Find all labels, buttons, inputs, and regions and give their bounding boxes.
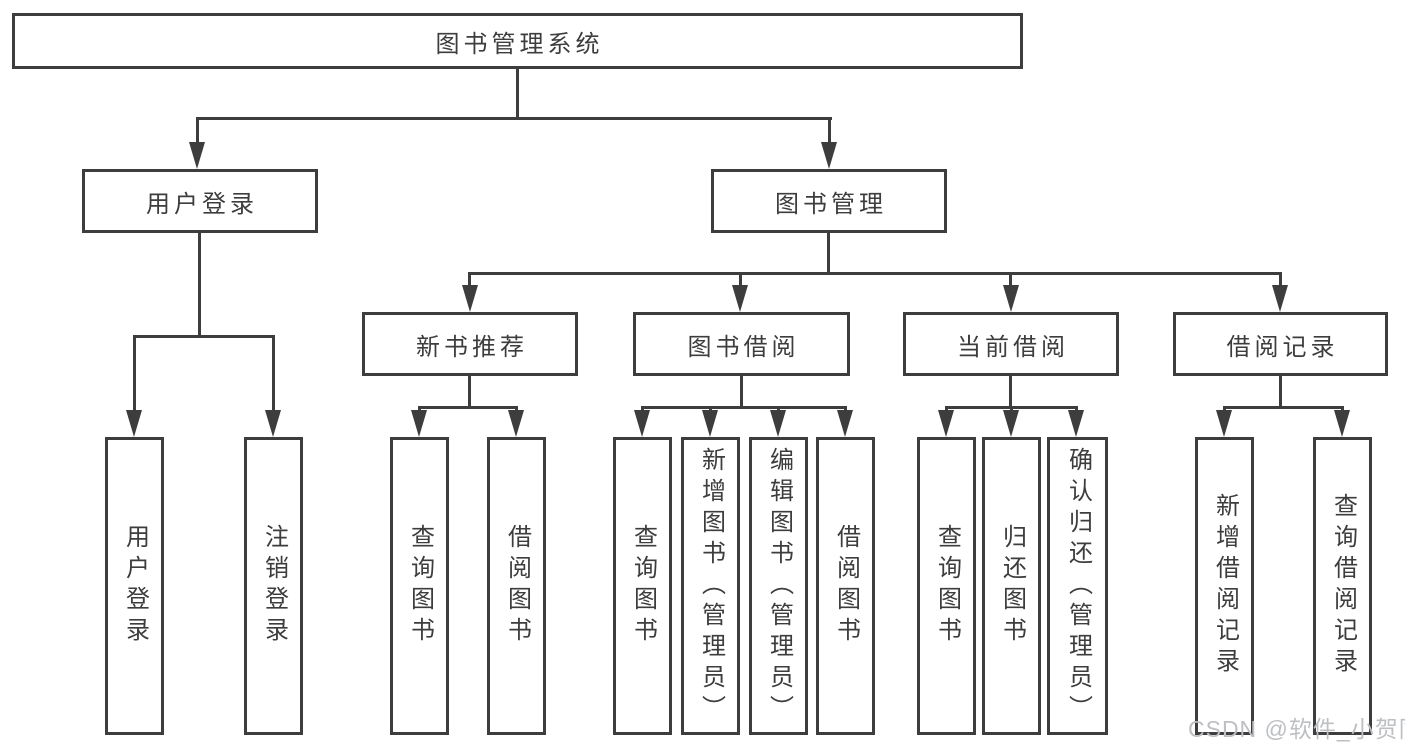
connector: [827, 233, 830, 272]
arrow-down-icon: [126, 410, 142, 437]
arrow-down-icon: [821, 142, 837, 169]
connector: [468, 376, 471, 406]
connector: [133, 335, 136, 411]
leaf-label: 借阅图书: [503, 524, 531, 648]
leaf-user-login: 用户登录: [105, 437, 164, 735]
leaf-add-borrow-record: 新增借阅记录: [1195, 437, 1254, 735]
connector: [1279, 376, 1282, 406]
node-book-borrow: 图书借阅: [633, 312, 850, 376]
connector: [133, 335, 275, 338]
arrow-down-icon: [411, 410, 427, 437]
connector: [468, 272, 471, 287]
node-user-login: 用户登录: [82, 169, 318, 233]
arrow-down-icon: [732, 285, 748, 312]
leaf-label: 归还图书: [998, 524, 1026, 648]
connector: [418, 406, 421, 412]
connector: [1009, 376, 1012, 406]
arrow-down-icon: [1003, 285, 1019, 312]
arrow-down-icon: [1003, 410, 1019, 437]
arrow-down-icon: [1272, 285, 1288, 312]
arrow-down-icon: [702, 410, 718, 437]
arrow-down-icon: [1068, 410, 1084, 437]
connector: [641, 406, 846, 409]
leaf-confirm-return-admin: 确认归还（管理员）: [1047, 437, 1108, 735]
leaf-label: 查询图书: [933, 524, 961, 648]
leaf-label: 注销登录: [260, 524, 288, 648]
arrow-down-icon: [1334, 410, 1350, 437]
connector: [1341, 406, 1344, 412]
leaf-label: 编辑图书（管理员）: [765, 446, 793, 726]
leaf-edit-book-admin: 编辑图书（管理员）: [749, 437, 808, 735]
leaf-label: 查询图书: [406, 524, 434, 648]
leaf-borrow-books-borrow: 借阅图书: [816, 437, 875, 735]
leaf-query-borrow-record: 查询借阅记录: [1313, 437, 1372, 735]
arrow-down-icon: [634, 410, 650, 437]
leaf-label: 借阅图书: [832, 524, 860, 648]
arrow-down-icon: [265, 410, 281, 437]
leaf-query-books-recommend: 查询图书: [390, 437, 449, 735]
leaf-label: 查询图书: [629, 524, 657, 648]
arrow-down-icon: [837, 410, 853, 437]
connector: [844, 406, 847, 412]
connector: [641, 406, 644, 412]
leaf-query-books-borrow: 查询图书: [613, 437, 672, 735]
connector: [739, 272, 742, 287]
arrow-down-icon: [770, 410, 786, 437]
leaf-logout: 注销登录: [244, 437, 303, 735]
connector: [516, 69, 519, 117]
arrow-down-icon: [508, 410, 524, 437]
leaf-borrow-books-recommend: 借阅图书: [487, 437, 546, 735]
connector: [1223, 406, 1343, 409]
arrow-down-icon: [1216, 410, 1232, 437]
leaf-add-book-admin: 新增图书（管理员）: [681, 437, 740, 735]
connector: [469, 272, 1281, 275]
connector: [515, 406, 518, 412]
connector: [418, 406, 517, 409]
arrow-down-icon: [462, 285, 478, 312]
watermark: CSDN @软件_小贺同学: [1188, 716, 1405, 742]
node-borrow-records: 借阅记录: [1173, 312, 1388, 376]
connector: [196, 117, 199, 143]
leaf-query-books-current: 查询图书: [917, 437, 976, 735]
connector: [828, 117, 831, 143]
arrow-down-icon: [189, 142, 205, 169]
connector: [1279, 272, 1282, 287]
connector: [272, 335, 275, 411]
leaf-label: 新增借阅记录: [1211, 493, 1239, 679]
leaf-return-book: 归还图书: [982, 437, 1041, 735]
node-root: 图书管理系统: [12, 13, 1023, 69]
connector: [740, 376, 743, 406]
leaf-label: 确认归还（管理员）: [1064, 446, 1092, 726]
arrow-down-icon: [938, 410, 954, 437]
node-new-book-recommend: 新书推荐: [362, 312, 578, 376]
connector: [196, 117, 832, 120]
connector: [1009, 272, 1012, 287]
connector: [777, 406, 780, 412]
leaf-label: 查询借阅记录: [1329, 493, 1357, 679]
connector: [1223, 406, 1226, 412]
leaf-label: 用户登录: [121, 524, 149, 648]
connector: [1010, 406, 1013, 412]
node-book-management: 图书管理: [711, 169, 947, 233]
connector: [198, 233, 201, 335]
connector: [945, 406, 948, 412]
connector: [1075, 406, 1078, 412]
connector: [709, 406, 712, 412]
leaf-label: 新增图书（管理员）: [697, 446, 725, 726]
node-current-borrow: 当前借阅: [903, 312, 1119, 376]
